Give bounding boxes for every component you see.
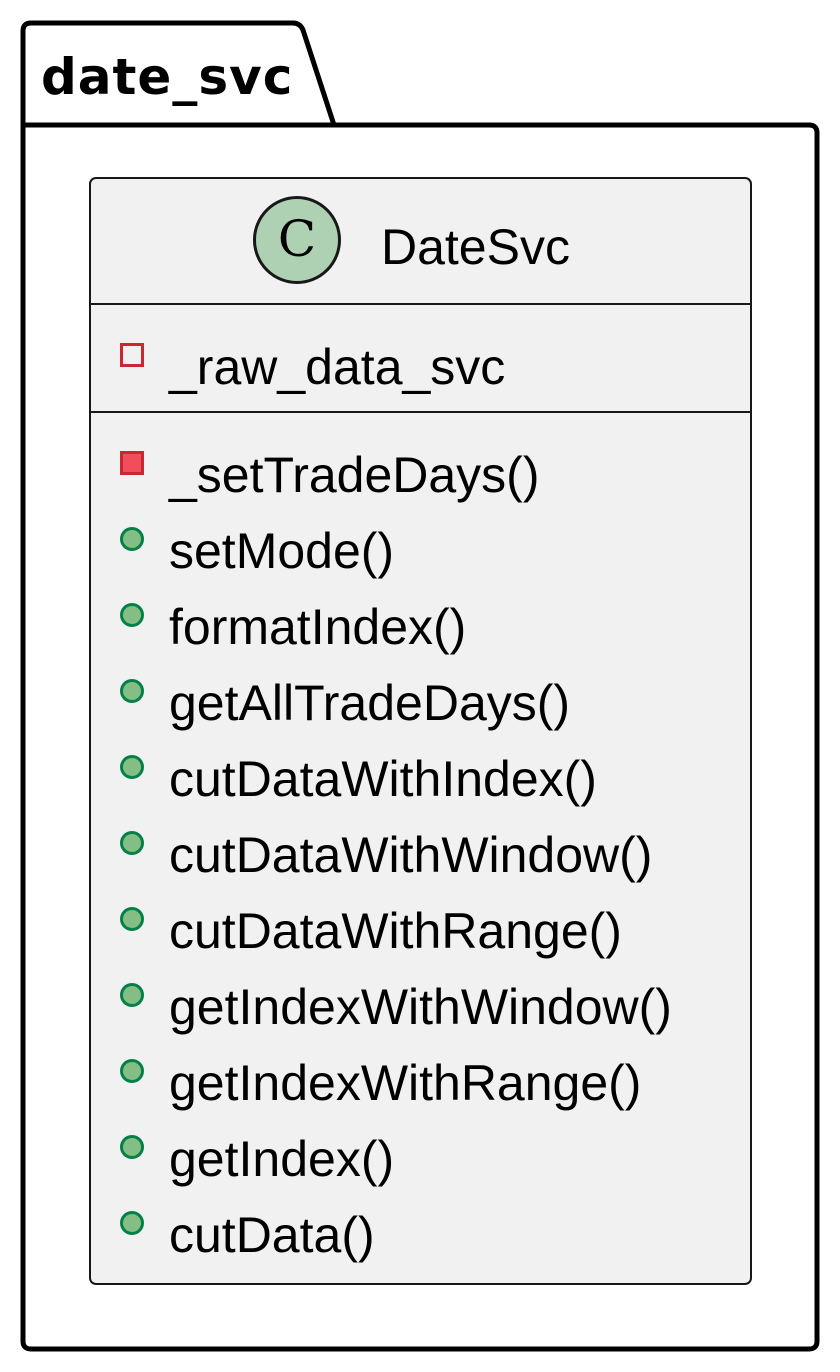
field-row: _raw_data_svc bbox=[91, 337, 750, 413]
method-row: cutDataWithRange() bbox=[91, 901, 750, 977]
method-name: cutDataWithRange() bbox=[169, 903, 622, 959]
private-method-icon bbox=[120, 451, 144, 475]
public-method-icon bbox=[120, 1211, 144, 1235]
method-name: setMode() bbox=[169, 523, 395, 579]
method-row: cutDataWithWindow() bbox=[91, 825, 750, 901]
method-row: cutDataWithIndex() bbox=[91, 749, 750, 825]
package-name: date_svc bbox=[41, 48, 294, 106]
method-name: _setTradeDays() bbox=[169, 447, 540, 503]
method-name: getIndex() bbox=[169, 1131, 395, 1187]
class-divider-methods bbox=[91, 411, 750, 413]
package-body-outline bbox=[20, 20, 820, 1352]
method-name: formatIndex() bbox=[169, 599, 467, 655]
public-method-icon bbox=[120, 755, 144, 779]
method-name: cutDataWithWindow() bbox=[169, 827, 653, 883]
public-method-icon bbox=[120, 527, 144, 551]
method-row: setMode() bbox=[91, 521, 750, 597]
method-row: getIndexWithRange() bbox=[91, 1053, 750, 1129]
method-row: _setTradeDays() bbox=[91, 445, 750, 521]
method-name: getIndexWithRange() bbox=[169, 1055, 642, 1111]
method-row: formatIndex() bbox=[91, 597, 750, 673]
package-tab-outline bbox=[31, 20, 337, 126]
public-method-icon bbox=[120, 1059, 144, 1083]
class-header: C DateSvc bbox=[91, 179, 750, 305]
public-method-icon bbox=[120, 679, 144, 703]
field-name: _raw_data_svc bbox=[169, 339, 506, 395]
method-row: cutData() bbox=[91, 1205, 750, 1281]
private-field-icon bbox=[120, 343, 144, 367]
method-row: getIndex() bbox=[91, 1129, 750, 1205]
method-row: getAllTradeDays() bbox=[91, 673, 750, 749]
class-name: DateSvc bbox=[381, 219, 570, 275]
method-name: cutData() bbox=[169, 1207, 375, 1263]
class-box: C DateSvc _raw_data_svc _setTradeDays() … bbox=[89, 177, 752, 1285]
public-method-icon bbox=[120, 1135, 144, 1159]
method-name: getIndexWithWindow() bbox=[169, 979, 672, 1035]
public-method-icon bbox=[120, 907, 144, 931]
public-method-icon bbox=[120, 831, 144, 855]
method-row: getIndexWithWindow() bbox=[91, 977, 750, 1053]
public-method-icon bbox=[120, 983, 144, 1007]
method-name: cutDataWithIndex() bbox=[169, 751, 597, 807]
class-divider-fields bbox=[91, 303, 750, 305]
class-stereotype-letter: C bbox=[277, 210, 317, 268]
public-method-icon bbox=[120, 603, 144, 627]
class-stereotype-icon: C bbox=[253, 196, 341, 284]
method-name: getAllTradeDays() bbox=[169, 675, 571, 731]
